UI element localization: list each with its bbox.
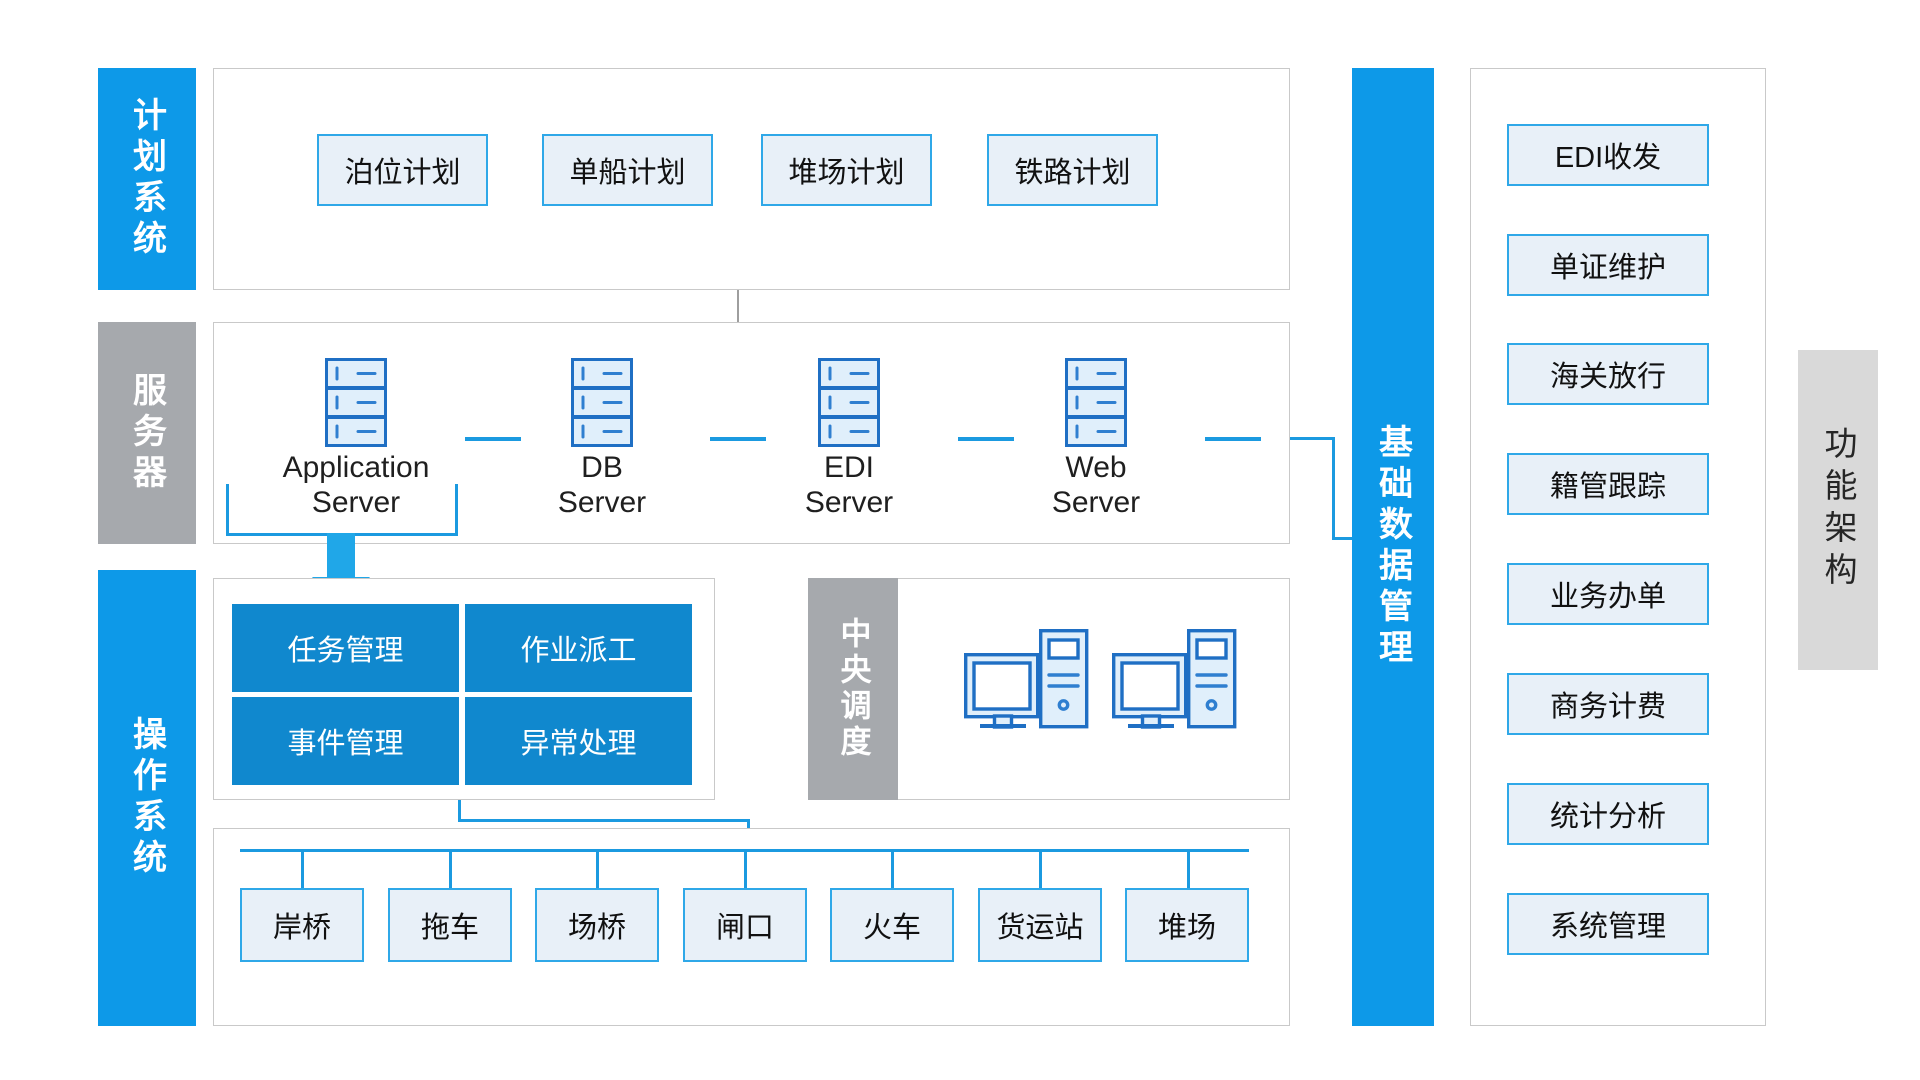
connector-server-to-data-bottom [1332, 537, 1353, 540]
function-item-3[interactable]: 籍管跟踪 [1507, 453, 1709, 515]
function-item-1[interactable]: 单证维护 [1507, 234, 1709, 296]
equipment-stem-1 [449, 849, 452, 889]
equipment-item-6[interactable]: 堆场 [1125, 888, 1249, 962]
planning-item-1[interactable]: 单船计划 [542, 134, 713, 206]
operations-module-event-management[interactable]: 事件管理 [232, 697, 459, 785]
equipment-item-0[interactable]: 岸桥 [240, 888, 364, 962]
planning-item-0[interactable]: 泊位计划 [317, 134, 488, 206]
connector-server-to-data-top [1290, 437, 1334, 440]
equipment-item-4[interactable]: 火车 [830, 888, 954, 962]
equipment-stem-0 [301, 849, 304, 889]
central-dispatch-label: 中央调度 [808, 578, 898, 800]
operations-module-exception-handling[interactable]: 异常处理 [465, 697, 692, 785]
bracket-left-stem [226, 484, 229, 536]
desktop-computer-icon-2 [1112, 629, 1238, 729]
arrow-shaft-app-to-ops [327, 533, 355, 577]
equipment-stem-5 [1039, 849, 1042, 889]
equipment-stem-6 [1187, 849, 1190, 889]
function-item-5[interactable]: 商务计费 [1507, 673, 1709, 735]
planning-item-3[interactable]: 铁路计划 [987, 134, 1158, 206]
server-label-db: DB Server [557, 451, 647, 520]
equipment-item-5[interactable]: 货运站 [978, 888, 1102, 962]
server-label-web: Web Server [1051, 451, 1141, 520]
server-link-dash-2 [710, 437, 766, 441]
server-link-dash-1 [465, 437, 521, 441]
connector-ops-to-equipment-stem [458, 800, 461, 821]
function-item-4[interactable]: 业务办单 [1507, 563, 1709, 625]
equipment-item-1[interactable]: 拖车 [388, 888, 512, 962]
server-label-application: Application Server [282, 451, 430, 520]
sidebar-label-basic-data-management: 基础数据管理 [1352, 68, 1434, 1026]
server-link-dash-3 [958, 437, 1014, 441]
operations-module-task-management[interactable]: 任务管理 [232, 604, 459, 692]
operations-module-job-dispatch[interactable]: 作业派工 [465, 604, 692, 692]
connector-planning-to-servers [737, 290, 739, 322]
equipment-stem-4 [891, 849, 894, 889]
sidebar-label-operating-system: 操作系统 [98, 570, 196, 1026]
connector-server-to-data-vertical [1332, 437, 1335, 540]
sidebar-label-planning-system: 计划系统 [98, 68, 196, 290]
function-item-7[interactable]: 系统管理 [1507, 893, 1709, 955]
function-list-panel [1470, 68, 1766, 1026]
planning-item-2[interactable]: 堆场计划 [761, 134, 932, 206]
diagram-title-label: 功能架构 [1798, 350, 1878, 670]
equipment-item-2[interactable]: 场桥 [535, 888, 659, 962]
equipment-stem-3 [744, 849, 747, 889]
server-rack-icon-application [325, 358, 387, 448]
equipment-stem-2 [596, 849, 599, 889]
function-item-0[interactable]: EDI收发 [1507, 124, 1709, 186]
server-link-dash-4 [1205, 437, 1261, 441]
bracket-right-stem [455, 484, 458, 536]
desktop-computer-icon-1 [964, 629, 1090, 729]
equipment-item-3[interactable]: 闸口 [683, 888, 807, 962]
server-label-edi: EDI Server [804, 451, 894, 520]
server-rack-icon-edi [818, 358, 880, 448]
function-item-2[interactable]: 海关放行 [1507, 343, 1709, 405]
sidebar-label-server: 服务器 [98, 322, 196, 544]
connector-ops-to-equipment-elbow [458, 819, 750, 822]
server-rack-icon-db [571, 358, 633, 448]
server-rack-icon-web [1065, 358, 1127, 448]
function-item-6[interactable]: 统计分析 [1507, 783, 1709, 845]
